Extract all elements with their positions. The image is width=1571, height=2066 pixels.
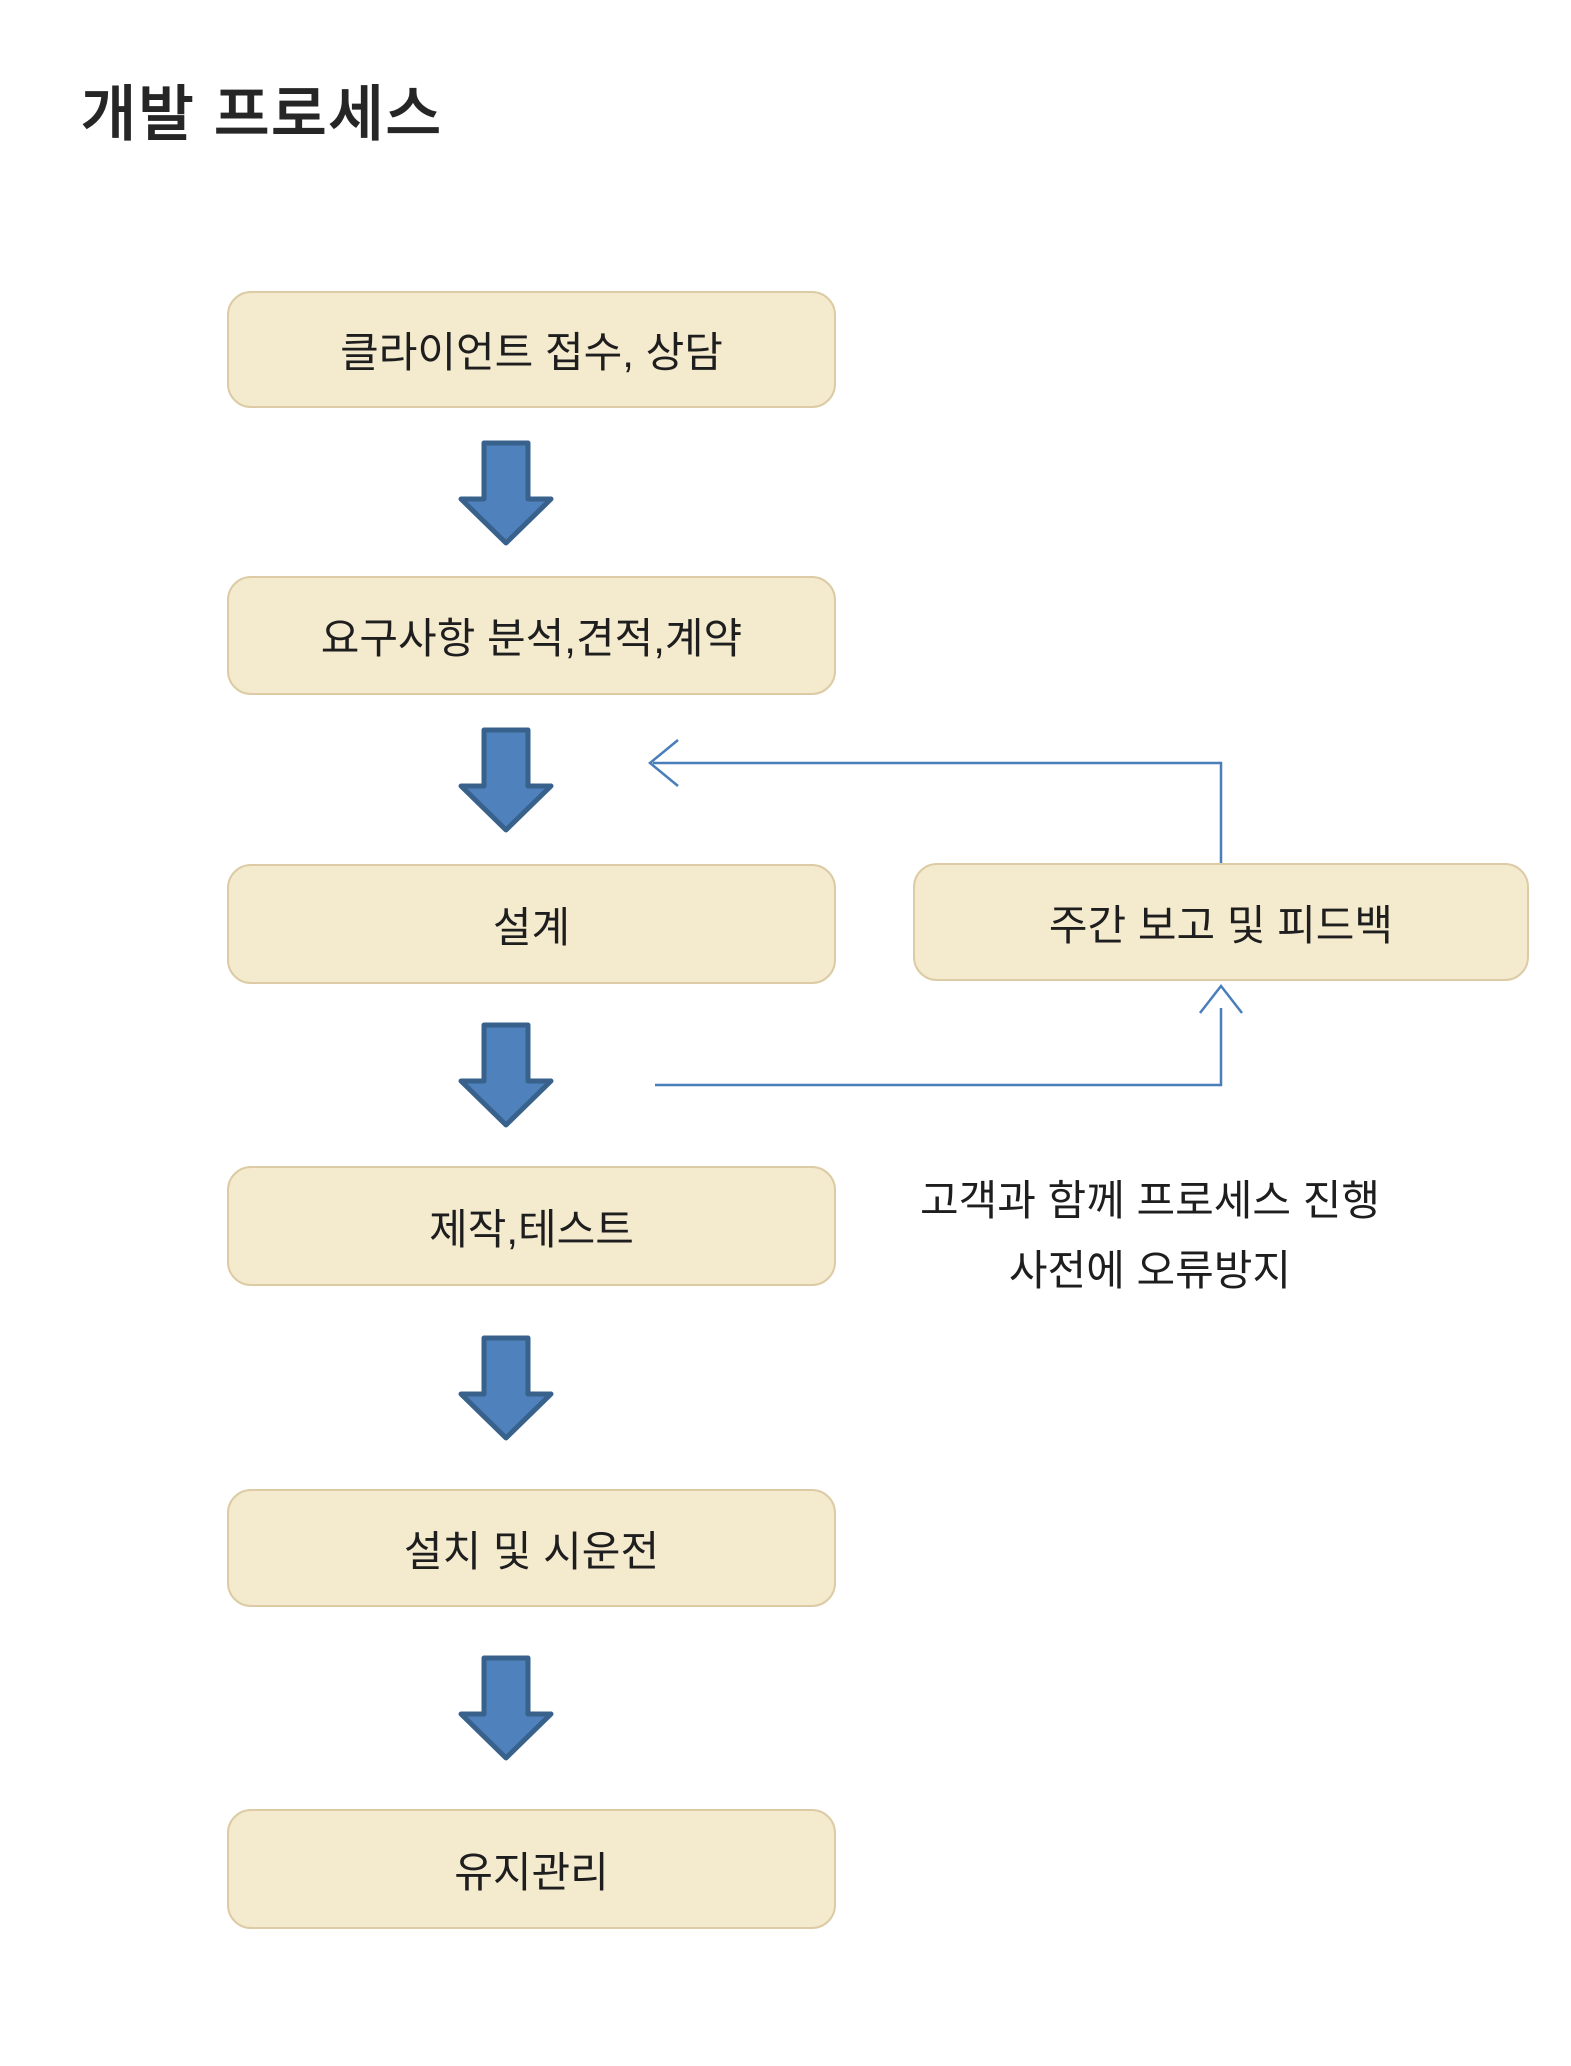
arrowhead-left-icon <box>648 739 679 787</box>
feedback-connector-top <box>648 739 1223 863</box>
down-arrow-icon <box>458 1022 554 1128</box>
annotation-note: 고객과 함께 프로세스 진행 사전에 오류방지 <box>870 1166 1430 1306</box>
flow-box-label: 유지관리 <box>454 1848 609 1896</box>
flow-box-label: 설치 및 시운전 <box>403 1527 660 1575</box>
down-arrow-icon <box>458 1655 554 1761</box>
flow-box-install-trial: 설치 및 시운전 <box>227 1489 836 1607</box>
arrowhead-up-icon <box>1199 983 1243 1014</box>
flow-box-client-intake: 클라이언트 접수, 상담 <box>227 291 836 408</box>
flow-box-label: 제작,테스트 <box>429 1205 634 1253</box>
flow-box-label: 설계 <box>492 903 571 951</box>
down-arrow-icon <box>458 1335 554 1441</box>
annotation-line-1: 고객과 함께 프로세스 진행 <box>919 1177 1381 1224</box>
flow-box-label: 요구사항 분석,견적,계약 <box>320 615 743 662</box>
flow-box-requirements: 요구사항 분석,견적,계약 <box>227 576 836 695</box>
feedback-connector-bottom <box>655 983 1243 1087</box>
flow-box-label: 주간 보고 및 피드백 <box>1048 901 1394 949</box>
down-arrow-icon <box>458 440 554 546</box>
flow-box-weekly-feedback: 주간 보고 및 피드백 <box>913 863 1529 981</box>
down-arrow-icon <box>458 727 554 833</box>
annotation-line-2: 사전에 오류방지 <box>1008 1247 1292 1294</box>
page-title: 개발 프로세스 <box>81 81 443 148</box>
flow-box-design: 설계 <box>227 864 836 984</box>
flow-box-label: 클라이언트 접수, 상담 <box>340 329 723 376</box>
flow-box-maintenance: 유지관리 <box>227 1809 836 1929</box>
flow-box-build-test: 제작,테스트 <box>227 1166 836 1286</box>
